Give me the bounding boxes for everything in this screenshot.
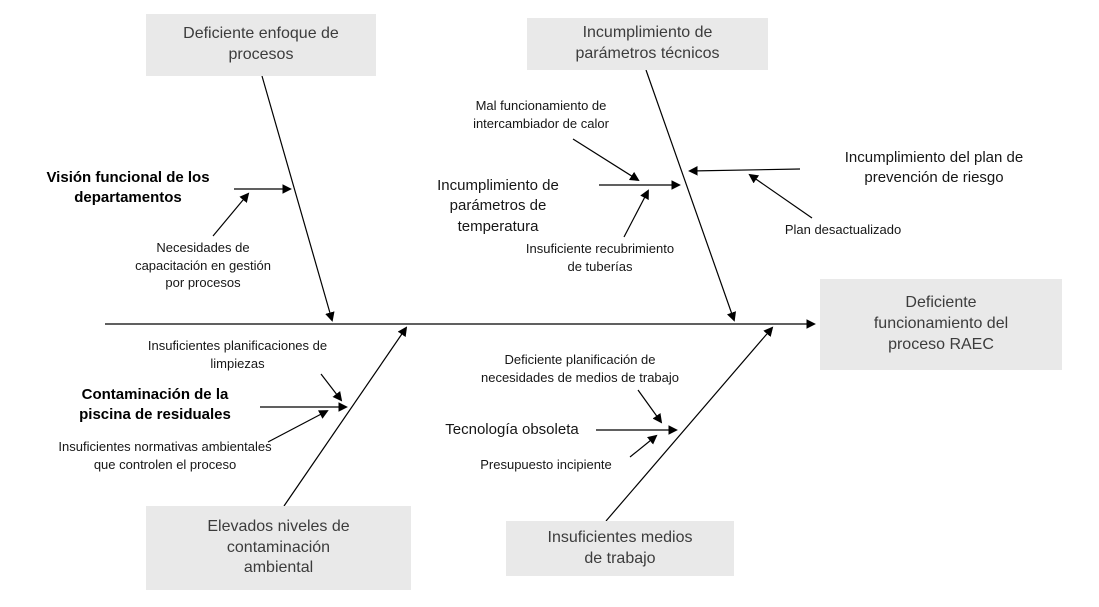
bone-bottom-left-line [283,326,408,507]
category-box-parametros-tecnicos: Incumplimiento de parámetros técnicos [527,18,768,70]
cause-label-parametros-temperatura: Incumplimiento de parámetros de temperat… [437,177,559,235]
bone-top-left-line [261,75,335,322]
arrow-recubrimiento-tuberias [623,189,649,238]
category-label: Incumplimiento de parámetros técnicos [575,24,720,62]
effect-box: Deficiente funcionamiento del proceso RA… [820,279,1062,370]
arrow-plan-desactualizado [748,173,813,219]
category-label: Elevados niveles de contaminación ambien… [207,517,350,577]
cause-label-presupuesto-incipiente: Presupuesto incipiente [480,457,612,472]
bone-bottom-middle-line [605,326,774,522]
cause-label-planificaciones-limpiezas: Insuficientes planificaciones de limpiez… [147,338,328,371]
cause-label-planificacion-medios: Deficiente planificación de necesidades … [480,352,680,385]
cause-label-necesidades-capacitacion: Necesidades de capacitación en gestión p… [135,240,271,291]
category-label: Insuficientes medios de trabajo [547,528,693,567]
arrow-mal-funcionamiento [572,138,640,182]
cause-label-recubrimiento-tuberias: Insuficiente recubrimiento de tuberías [525,241,675,274]
effect-label: Deficiente funcionamiento del proceso RA… [873,294,1009,353]
cause-label-plan-prevencion: Incumplimiento del plan de prevención de… [844,149,1024,187]
cause-label-vision-funcional: Visión funcional de los departamentos [46,169,210,207]
cause-label-plan-desactualizado: Plan desactualizado [784,222,902,237]
category-box-medios-trabajo: Insuficientes medios de trabajo [506,521,734,576]
arrow-presupuesto-incipiente [629,434,658,458]
category-box-contaminacion-ambiental: Elevados niveles de contaminación ambien… [146,506,411,590]
cause-label-mal-funcionamiento: Mal funcionamiento de intercambiador de … [473,98,609,131]
arrow-normativas-ambientales [267,410,329,443]
arrow-planificacion-medios [637,389,663,424]
arrow-necesidades-capacitacion [212,192,250,237]
category-box-deficiente-enfoque: Deficiente enfoque de procesos [146,14,376,76]
bone-top-middle-line [645,69,736,322]
cause-label-contaminacion-piscina: Contaminación de la piscina de residuale… [79,386,231,424]
category-label: Deficiente enfoque de procesos [183,25,339,63]
arrow-plan-prevencion [688,166,801,176]
arrow-planificaciones-limpiezas [320,373,343,402]
cause-label-normativas-ambientales: Insuficientes normativas ambientales que… [58,439,272,472]
cause-label-tecnologia-obsoleta: Tecnología obsoleta [445,421,579,438]
